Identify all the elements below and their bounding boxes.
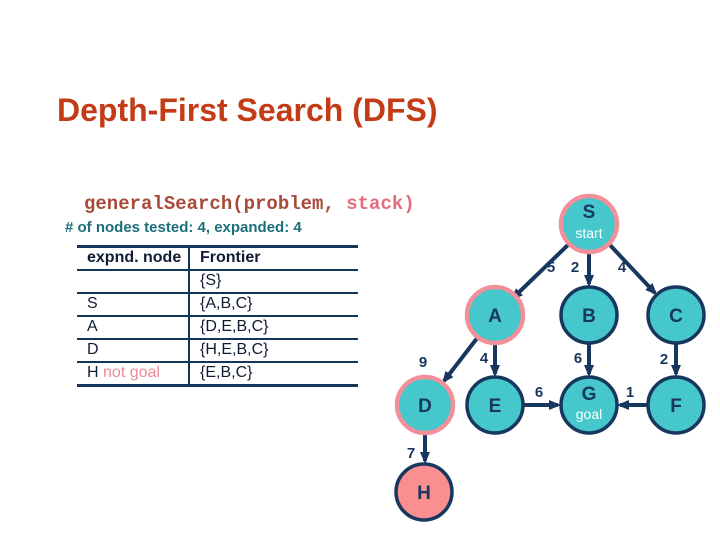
graph-node-A: A <box>464 284 526 346</box>
graph-node-F: F <box>646 375 706 435</box>
expanded-node-cell: H not goal <box>77 362 190 386</box>
node-letter: D <box>418 396 432 417</box>
edge-weight-S-A: 5 <box>547 259 555 276</box>
graph-node-B: B <box>559 285 619 345</box>
node-sublabel: start <box>575 225 602 241</box>
edge-weight-B-G: 6 <box>574 350 582 367</box>
table-row: A {D,E,B,C} <box>77 316 358 340</box>
not-goal-note: not goal <box>103 364 160 382</box>
graph-edge-A-D <box>442 335 480 384</box>
graph-node-H: H <box>394 462 454 522</box>
nodes-stats-line: # of nodes tested: 4, expanded: 4 <box>65 219 302 236</box>
graph-edge-S-A <box>510 241 572 301</box>
edge-weight-A-E: 4 <box>480 350 489 367</box>
node-circle <box>464 284 526 346</box>
frontier-cell: {H,E,B,C} <box>189 339 358 363</box>
page-title: Depth-First Search (DFS) <box>57 92 438 129</box>
algorithm-call: generalSearch(problem, stack) <box>84 195 415 214</box>
node-circle <box>465 375 525 435</box>
node-circle <box>646 375 706 435</box>
header-expanded-node: expnd. node <box>77 246 190 271</box>
node-circle <box>394 374 456 436</box>
graph-node-C: C <box>646 285 706 345</box>
node-letter: B <box>582 306 596 327</box>
node-letter: E <box>489 396 502 417</box>
code-accent-text: stack) <box>334 193 415 215</box>
graph-node-G: G goal <box>559 375 619 435</box>
table-row: {S} <box>77 270 358 294</box>
edge-weight-E-G: 6 <box>535 384 543 401</box>
graph-node-S: S start <box>558 193 620 255</box>
node-value: S <box>87 295 98 313</box>
expanded-node-cell: S <box>77 293 190 317</box>
node-circle <box>646 285 706 345</box>
frontier-cell: {D,E,B,C} <box>189 316 358 340</box>
graph-node-E: E <box>465 375 525 435</box>
node-circle <box>559 285 619 345</box>
node-circle <box>559 375 619 435</box>
node-circle <box>394 462 454 522</box>
node-letter: G <box>582 384 597 405</box>
header-frontier: Frontier <box>189 246 358 271</box>
edge-weight-C-F: 2 <box>660 351 668 368</box>
code-main-text: generalSearch(problem, <box>84 193 335 215</box>
frontier-cell: {S} <box>189 270 358 294</box>
expanded-node-cell: D <box>77 339 190 363</box>
table-header-row: expnd. node Frontier <box>77 246 358 271</box>
node-letter: A <box>488 306 502 327</box>
table-row: S {A,B,C} <box>77 293 358 317</box>
node-letter: H <box>417 483 431 504</box>
edge-weight-S-B: 2 <box>571 259 579 276</box>
node-letter: F <box>670 396 682 417</box>
node-value: D <box>87 341 99 359</box>
node-letter: S <box>583 202 596 223</box>
expanded-node-cell <box>77 270 190 294</box>
edge-weight-D-H: 7 <box>407 445 415 462</box>
node-value: A <box>87 318 98 336</box>
node-circle <box>558 193 620 255</box>
graph-node-D: D <box>394 374 456 436</box>
edge-weight-A-D: 9 <box>419 354 427 371</box>
frontier-cell: {A,B,C} <box>189 293 358 317</box>
table-row: H not goal {E,B,C} <box>77 362 358 386</box>
expanded-node-cell: A <box>77 316 190 340</box>
frontier-cell: {E,B,C} <box>200 364 253 382</box>
node-letter: C <box>669 306 683 327</box>
trace-table: expnd. node Frontier {S} S {A,B,C} A {D,… <box>77 245 358 387</box>
edge-weight-S-C: 4 <box>618 259 627 276</box>
table-row: D {H,E,B,C} <box>77 339 358 363</box>
edge-weight-F-G: 1 <box>626 384 634 401</box>
node-value: H <box>87 364 99 382</box>
node-sublabel: goal <box>576 406 602 422</box>
graph-edge-S-C <box>607 242 658 296</box>
